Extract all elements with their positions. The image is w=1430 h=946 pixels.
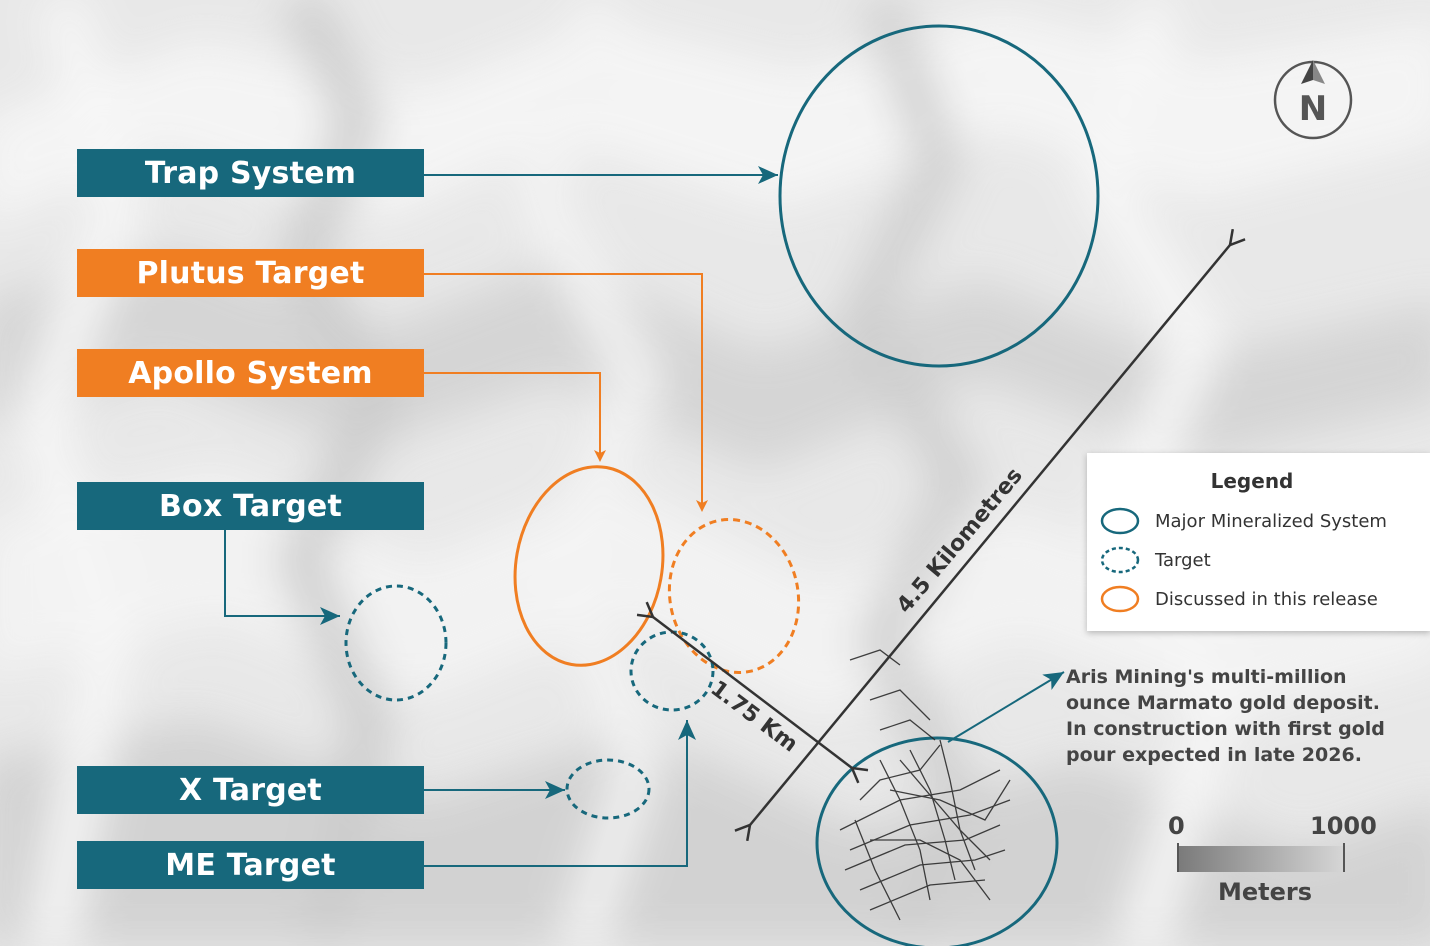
apollo-system-label: Apollo System: [77, 349, 424, 397]
marmato-veins: [839, 649, 1011, 921]
plutus-target-label: Plutus Target: [77, 249, 424, 297]
scale-bar: [1177, 843, 1345, 872]
scale-max-label: 1000: [1310, 812, 1377, 840]
callout-line: pour expected in late 2026.: [1066, 744, 1362, 766]
apollo-system-ellipse: [513, 465, 665, 667]
north-arrow-compass-icon: N: [1273, 60, 1353, 140]
x-target-label: X Target: [77, 766, 424, 814]
trap-system-ellipse: [778, 24, 1100, 368]
callout-line: In construction with first gold: [1066, 718, 1385, 740]
distance-arrow-short: [653, 617, 852, 768]
box-target-label: Box Target: [77, 482, 424, 530]
scale-unit-label: Meters: [1218, 878, 1313, 906]
plutus-connector: [424, 273, 708, 512]
callout-line: ounce Marmato gold deposit.: [1066, 692, 1380, 714]
legend-item-label: Target: [1155, 549, 1211, 571]
legend-item-label: Major Mineralized System: [1155, 510, 1387, 532]
legend-item-target: Target: [1099, 544, 1211, 576]
me-target-ellipse: [629, 630, 715, 712]
map-legend: Legend Major Mineralized System Target D…: [1087, 453, 1430, 631]
marmato-callout-arrow: [947, 671, 1065, 743]
scale-min-label: 0: [1168, 812, 1185, 840]
callout-line: Aris Mining's multi-million: [1066, 666, 1347, 688]
orange-ellipse-icon: [1100, 585, 1140, 613]
legend-item-discussed: Discussed in this release: [1099, 583, 1378, 615]
me-target-label: ME Target: [77, 841, 424, 889]
distance-label-long: 4.5 Kilometres: [892, 463, 1028, 618]
marmato-callout-text: Aris Mining's multi-million ounce Marmat…: [1066, 664, 1416, 768]
legend-title: Legend: [1210, 469, 1294, 493]
legend-item-major: Major Mineralized System: [1099, 505, 1387, 537]
legend-item-label: Discussed in this release: [1155, 588, 1378, 610]
solid-teal-ellipse-icon: [1100, 507, 1140, 535]
x-target-ellipse: [565, 758, 651, 820]
box-target-ellipse: [344, 584, 448, 702]
distance-label-short: 1.75 Km: [706, 676, 802, 757]
compass-letter: N: [1299, 89, 1327, 129]
plutus-target-ellipse: [667, 518, 801, 674]
box-connector: [224, 530, 340, 625]
trap-system-label: Trap System: [77, 149, 424, 197]
dashed-teal-ellipse-icon: [1100, 546, 1140, 574]
apollo-connector: [424, 372, 606, 462]
